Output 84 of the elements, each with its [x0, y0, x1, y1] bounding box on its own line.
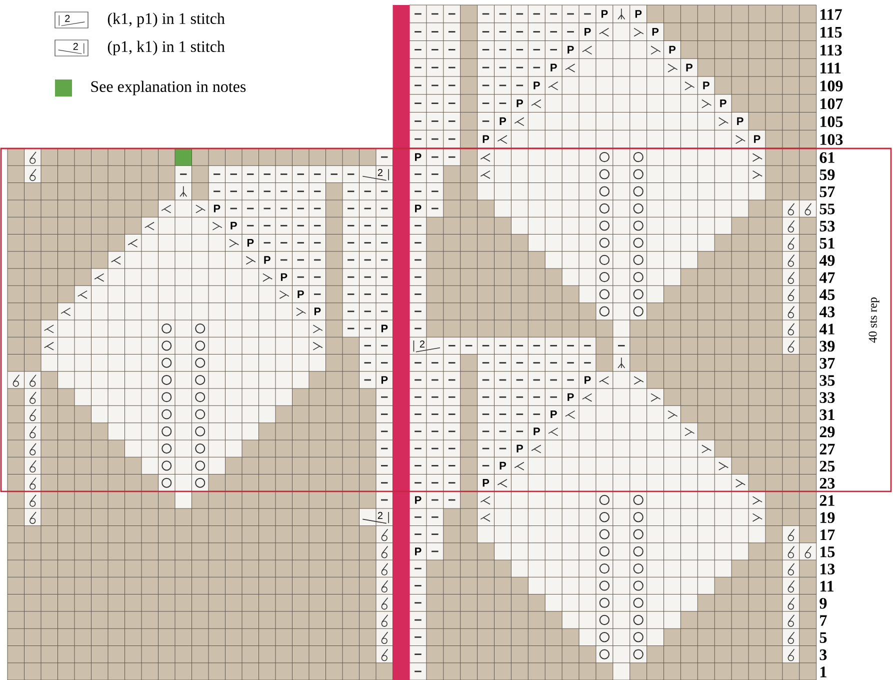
stitch-letter: P: [550, 64, 557, 72]
stitch-letter: P: [415, 153, 422, 161]
stitch-letter: P: [584, 376, 591, 384]
row-number: 21: [820, 495, 834, 506]
stitch-letter: P: [415, 548, 422, 556]
symbol-digit: 2: [378, 169, 382, 176]
row-number: 43: [819, 306, 835, 318]
stitch-letter: P: [516, 444, 523, 452]
row-number: 7: [820, 615, 827, 626]
row-number: 1: [820, 666, 826, 678]
row-number: 35: [820, 375, 835, 386]
row-number: 37: [820, 358, 835, 369]
stitch-letter: P: [214, 204, 220, 212]
stitch-letter: P: [550, 410, 557, 418]
legend-text: See explanation in notes: [91, 80, 246, 96]
row-number: 57: [820, 186, 835, 198]
row-number: 107: [820, 98, 843, 110]
row-number: 29: [820, 426, 835, 438]
stitch-letter: P: [381, 324, 388, 332]
row-number: 117: [820, 9, 842, 20]
symbol-digit: 2: [378, 512, 382, 519]
stitch-letter: P: [669, 46, 676, 54]
row-number: 41: [819, 324, 834, 334]
stitch-letter: P: [703, 82, 710, 90]
stitch-letter: P: [482, 135, 490, 143]
legend-text: (k1, p1) in 1 stitch: [108, 12, 225, 28]
stitch-letter: P: [500, 117, 506, 125]
row-number: 115: [820, 26, 842, 38]
stitch-letter: P: [482, 479, 490, 487]
row-number: 27: [820, 444, 835, 454]
stitch-letter: P: [314, 308, 321, 316]
row-number: 103: [820, 134, 843, 145]
stitch-letter: P: [602, 10, 608, 18]
symbol-digit: 2: [420, 340, 424, 348]
stitch-letter: P: [584, 28, 591, 36]
row-number: 53: [820, 220, 835, 232]
stitch-letter: P: [534, 82, 540, 90]
row-number: 13: [820, 564, 835, 574]
row-number: 3: [820, 649, 827, 660]
stitch-letter: P: [415, 496, 422, 504]
stitch-letter: P: [568, 46, 574, 54]
row-number: 39: [820, 340, 835, 352]
stitch-letter: P: [635, 10, 642, 18]
row-number: 9: [820, 598, 827, 609]
row-number: 45: [819, 289, 835, 300]
row-number: 61: [820, 152, 834, 163]
row-number: 31: [820, 409, 834, 420]
row-number: 55: [820, 204, 835, 214]
row-number: 11: [820, 580, 834, 592]
stitch-letter: P: [500, 462, 506, 470]
row-number: 19: [820, 512, 835, 523]
symbol-digit: 2: [65, 14, 70, 22]
row-number: 113: [820, 44, 842, 56]
row-number: 17: [820, 530, 835, 540]
stitch-letter: P: [381, 376, 388, 384]
row-number: 15: [820, 546, 835, 558]
stitch-letter: P: [534, 428, 540, 436]
stitch-letter: P: [415, 204, 422, 212]
symbol-digit: 2: [73, 42, 78, 50]
stitch-letter: P: [686, 64, 692, 72]
stitch-letter: P: [516, 100, 523, 108]
row-number: 111: [820, 62, 841, 74]
stitch-letter: P: [280, 273, 288, 281]
row-number: 105: [820, 116, 843, 128]
stitch-letter: P: [568, 393, 574, 401]
stitch-letter: P: [737, 117, 744, 125]
stitch-letter: P: [264, 256, 270, 264]
stitch-letter: P: [754, 135, 760, 143]
row-number: 33: [820, 392, 835, 403]
stitch-letter: P: [230, 222, 237, 230]
row-number: 25: [820, 460, 835, 472]
row-number: 5: [820, 632, 827, 643]
legend-text: (p1, k1) in 1 stitch: [108, 40, 225, 56]
stitch-letter: P: [720, 100, 726, 108]
repeat-note: 40 sts rep: [868, 297, 880, 343]
row-number: 51: [820, 238, 834, 249]
row-number: 109: [820, 80, 843, 92]
row-number: 23: [820, 478, 835, 489]
stitch-letter: P: [652, 28, 659, 36]
row-number: 47: [819, 272, 835, 283]
stitch-letter: P: [298, 290, 304, 298]
stitch-letter: P: [247, 239, 254, 247]
row-number: 49: [819, 255, 835, 266]
row-number: 59: [820, 169, 835, 180]
